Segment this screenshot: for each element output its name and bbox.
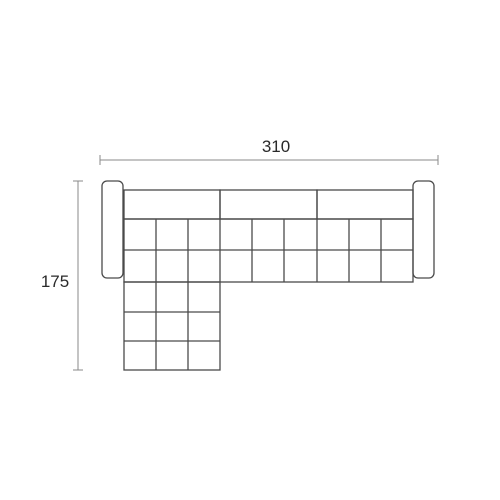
sofa-outline bbox=[101, 180, 435, 371]
backrest-middle bbox=[219, 189, 318, 220]
backrest-right bbox=[316, 189, 414, 220]
height-label: 175 bbox=[41, 272, 69, 291]
chaise bbox=[123, 281, 221, 371]
backrest-left bbox=[123, 189, 221, 220]
left-armrest bbox=[101, 180, 124, 279]
right-armrest bbox=[412, 180, 435, 279]
width-label: 310 bbox=[262, 137, 290, 156]
width-dimension: 310 bbox=[99, 137, 439, 165]
height-dimension: 175 bbox=[41, 180, 83, 371]
